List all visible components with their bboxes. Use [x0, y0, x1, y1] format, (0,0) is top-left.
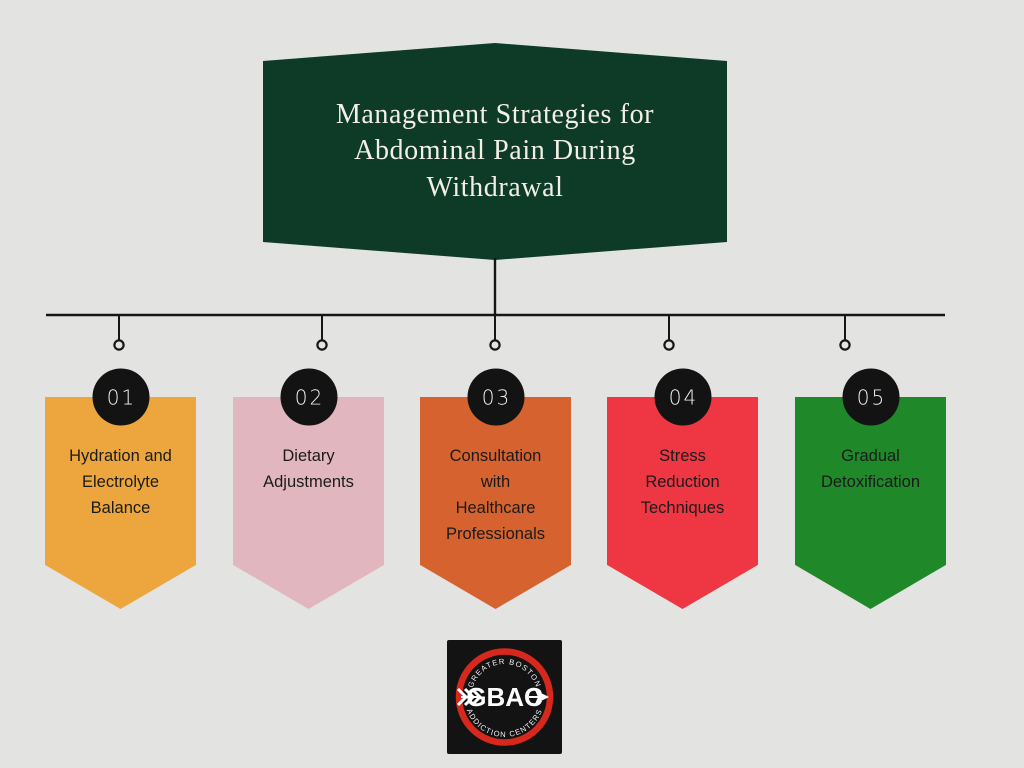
gbac-logo: GREATER BOSTON ADDICTION CENTERS GBAC	[447, 640, 562, 754]
pennant-shape	[420, 397, 571, 609]
item-label: Dietary Adjustments	[263, 447, 354, 492]
pennant-shape	[45, 397, 196, 609]
strategy-item-4: Stress Reduction Techniques 04	[607, 368, 758, 609]
strategy-item-2: Dietary Adjustments 02	[233, 368, 384, 609]
tree-node-circle	[489, 339, 501, 351]
item-number-badge: 01	[92, 368, 149, 426]
tree-node-circle	[113, 339, 125, 351]
logo-ring	[455, 648, 554, 746]
item-number-badge: 05	[842, 368, 899, 426]
item-label: Hydration and Electrolyte Balance	[69, 447, 172, 518]
strategy-item-5: Gradual Detoxification 05	[795, 368, 946, 609]
item-label: Gradual Detoxification	[820, 447, 921, 492]
tree-drop-lines	[118, 316, 846, 340]
pennant-shape	[607, 397, 758, 609]
item-number-badge: 04	[654, 368, 711, 426]
logo-background	[447, 640, 562, 754]
item-number-badge: 02	[280, 368, 337, 426]
item-label: Stress Reduction Techniques	[640, 447, 725, 518]
pennant-shape	[233, 397, 384, 609]
tree-node-circles	[113, 339, 851, 351]
strategy-item-1: Hydration and Electrolyte Balance 01	[45, 368, 196, 609]
tree-node-circle	[663, 339, 675, 351]
page-title: Management Strategies for Abdominal Pain…	[335, 98, 655, 203]
logo-arrow-icon	[456, 687, 549, 707]
strategy-item-3: Consultation with Healthcare Professiona…	[420, 368, 571, 609]
item-label: Consultation with Healthcare Professiona…	[445, 447, 546, 544]
pennant-shape	[795, 397, 946, 609]
logo-acronym: GBAC	[466, 682, 543, 712]
header-banner: Management Strategies for Abdominal Pain…	[263, 43, 727, 260]
tree-node-circle	[839, 339, 851, 351]
item-number-badge: 03	[467, 368, 524, 426]
tree-node-circle	[316, 339, 328, 351]
